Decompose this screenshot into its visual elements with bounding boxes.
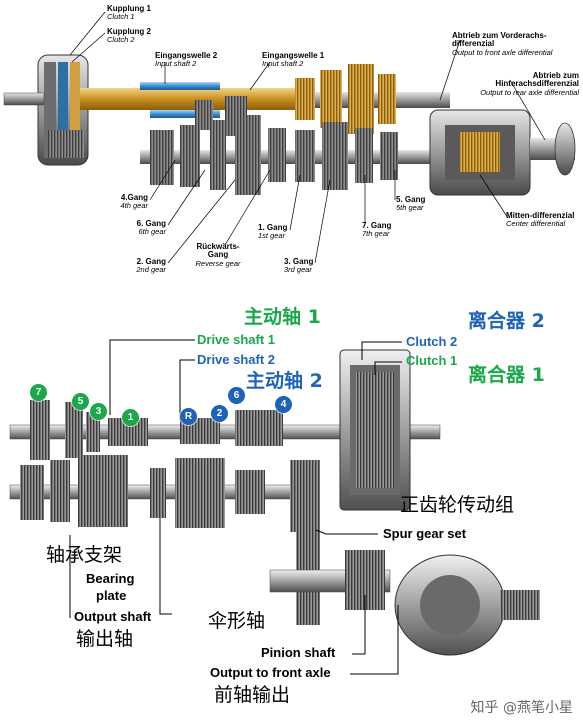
label-kupplung1: Kupplung 1 Clutch 1: [107, 4, 151, 22]
label-eingangswelle1: Eingangswelle 1 Input shaft 2: [262, 51, 325, 69]
gear-badge-r: R: [180, 408, 197, 425]
dual-clutch-housing: [37, 54, 89, 166]
label-drive-shaft2-en: Drive shaft 2: [197, 352, 276, 367]
label-bearing-en-1: Bearing: [86, 571, 135, 586]
label-gang4-de: 4.Gang: [120, 193, 148, 202]
label-gang4: 4.Gang 4th gear: [104, 193, 148, 211]
label-abtrieb-vorder-de: Abtrieb zum Vorderachs-differenzial: [452, 31, 547, 49]
label-eingangswelle1-en: Input shaft 2: [262, 59, 304, 69]
label-front-output-en: Output to front axle: [210, 665, 331, 680]
label-gang3-en: 3rd gear: [284, 265, 312, 275]
label-gang5: 5. Gang 5th gear: [396, 195, 426, 213]
gear-badge-3: 3: [90, 403, 107, 420]
label-output-shaft-cn: 输出轴: [76, 628, 134, 650]
label-eingangswelle2-de: Eingangswelle 2: [155, 51, 218, 60]
output-shaft-assembly: [9, 455, 320, 532]
label-drive-shaft1-cn: 主动轴 1: [244, 306, 321, 328]
label-rueckwaerts: Rückwärts-Gang Reverse gear: [194, 242, 242, 268]
label-abtrieb-vorder-en: Output to front axle differential: [452, 47, 553, 57]
label-gang2: 2. Gang 2nd gear: [118, 257, 166, 275]
label-pinion-en: Pinion shaft: [261, 645, 336, 660]
label-gang2-en: 2nd gear: [136, 265, 166, 275]
label-gang6-de: 6. Gang: [136, 219, 166, 228]
label-eingangswelle1-de: Eingangswelle 1: [262, 51, 325, 60]
label-drive-shaft1-en: Drive shaft 1: [197, 332, 276, 347]
lower-countershaft: [140, 115, 430, 195]
label-kupplung2-de: Kupplung 2: [107, 27, 151, 36]
label-kupplung2-en: Clutch 2: [107, 35, 135, 45]
gear-badge-7: 7: [30, 384, 47, 401]
label-output-shaft-en: Output shaft: [74, 609, 152, 624]
gear-badge-4: 4: [275, 396, 292, 413]
label-kupplung1-en: Clutch 1: [107, 12, 135, 22]
label-gang7-de: 7. Gang: [362, 221, 392, 230]
label-rueckwaerts-de: Rückwärts-Gang: [196, 242, 240, 260]
label-mitten-en: Center differential: [506, 219, 566, 229]
top-diagram: Kupplung 1 Clutch 1 Kupplung 2 Clutch 2 …: [0, 0, 583, 290]
label-gang4-en: 4th gear: [120, 201, 148, 211]
label-clutch2-en: Clutch 2: [406, 334, 458, 349]
label-gang2-de: 2. Gang: [136, 257, 166, 266]
label-gang1-en: 1st gear: [258, 231, 286, 241]
label-bearing-en-2: plate: [96, 588, 127, 603]
label-gang1-de: 1. Gang: [258, 223, 288, 232]
bottom-diagram: 主动轴 1 Drive shaft 1 Drive shaft 2 主动轴 2 …: [0, 290, 583, 723]
gear-badge-1: 1: [122, 409, 139, 426]
label-gang6-en: 6th gear: [138, 227, 166, 237]
label-gang3-de: 3. Gang: [284, 257, 314, 266]
watermark: 知乎 @燕笔小星: [470, 700, 573, 716]
label-abtrieb-hinter: Abtrieb zum Hinterachsdifferenzial Outpu…: [469, 71, 579, 97]
upper-gear-stack: [195, 64, 396, 136]
label-clutch1-en: Clutch 1: [406, 353, 458, 368]
label-eingangswelle2-en: Input shaft 2: [155, 59, 197, 69]
top-leader-lines: [69, 11, 546, 264]
bottom-leader-lines: [69, 339, 402, 675]
label-front-output-cn: 前轴输出: [214, 684, 291, 706]
bottom-gearbox-drawing: [9, 339, 540, 675]
label-eingangswelle2: Eingangswelle 2 Input shaft 2: [155, 51, 218, 69]
label-gang3: 3. Gang 3rd gear: [284, 257, 314, 275]
label-drive-shaft2-cn: 主动轴 2: [246, 370, 323, 392]
label-spur-gear-cn: 正齿轮传动组: [400, 494, 515, 516]
gear-badge-2: 2: [211, 405, 228, 422]
label-gang5-en: 5th gear: [396, 203, 424, 213]
front-differential: [394, 554, 540, 656]
center-differential: [429, 109, 576, 196]
label-gang7-en: 7th gear: [362, 229, 390, 239]
label-gang5-de: 5. Gang: [396, 195, 426, 204]
label-rueckwaerts-en: Reverse gear: [195, 258, 241, 268]
spur-gear-and-pinion: [269, 530, 391, 625]
gear-badge-5: 5: [72, 393, 89, 410]
label-clutch2-cn: 离合器 2: [468, 310, 545, 332]
label-kupplung2: Kupplung 2 Clutch 2: [107, 27, 151, 45]
label-spur-gear-en: Spur gear set: [383, 526, 467, 541]
label-kupplung1-de: Kupplung 1: [107, 4, 151, 13]
gear-badge-6: 6: [228, 387, 245, 404]
label-bearing-cn: 轴承支架: [46, 544, 123, 566]
label-gang7: 7. Gang 7th gear: [362, 221, 392, 239]
label-mitten-de: Mitten-differenzial: [506, 211, 575, 220]
clutch-pack: [339, 349, 411, 511]
label-abtrieb-vorder: Abtrieb zum Vorderachs-differenzial Outp…: [452, 31, 562, 57]
label-mitten: Mitten-differenzial Center differential: [506, 211, 576, 229]
label-gang1: 1. Gang 1st gear: [258, 223, 288, 241]
label-gang6: 6. Gang 6th gear: [118, 219, 166, 237]
label-pinion-cn: 伞形轴: [208, 610, 266, 632]
label-clutch1-cn: 离合器 1: [468, 364, 545, 386]
label-abtrieb-hinter-de: Abtrieb zum Hinterachsdifferenzial: [495, 71, 579, 89]
top-gearbox-drawing: [3, 11, 576, 264]
drive-shaft-assembly: [9, 400, 441, 460]
label-abtrieb-hinter-en: Output to rear axle differential: [480, 87, 579, 97]
